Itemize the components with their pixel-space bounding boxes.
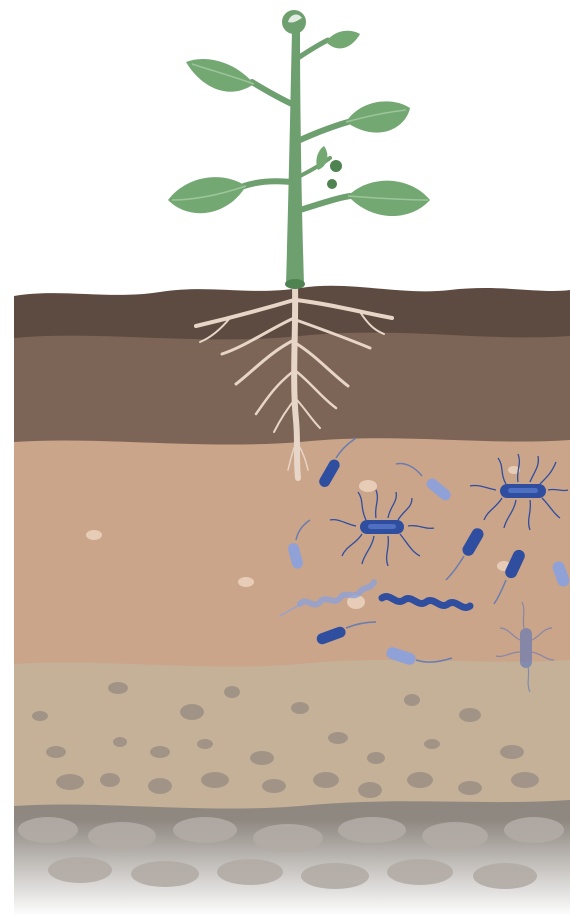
stem-base (285, 279, 305, 289)
soil-layers (0, 286, 570, 916)
leaf-top-right (326, 31, 360, 49)
leaf-lower-left (168, 177, 246, 213)
leaf-upper-left (186, 59, 254, 92)
top-bud (282, 10, 306, 34)
leaf-small-bud (316, 146, 342, 189)
leaf-middle-right (346, 101, 410, 132)
plant (168, 10, 430, 289)
stem (286, 30, 304, 284)
leaf-lower-right (348, 181, 430, 216)
gravel-layer (14, 646, 570, 809)
